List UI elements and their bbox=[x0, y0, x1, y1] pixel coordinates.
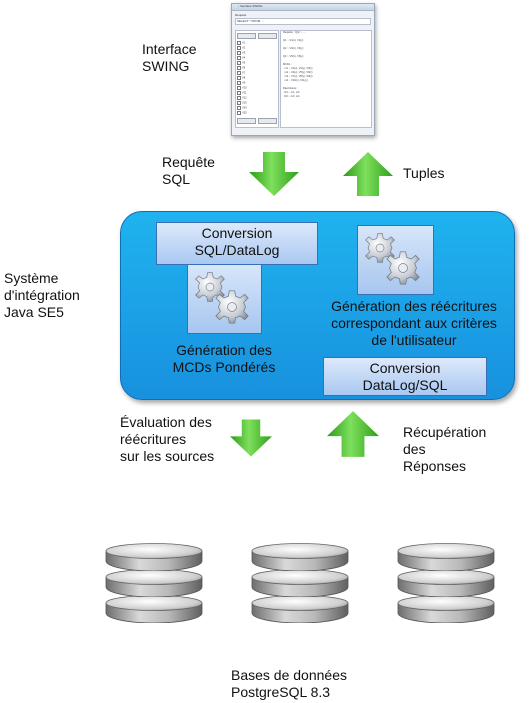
swing-interface-window: ▫ Interface SWING Requête SELECT * FROM … bbox=[231, 3, 375, 136]
window-button bbox=[258, 118, 277, 124]
window-button bbox=[237, 33, 256, 39]
window-check-item: V2 bbox=[236, 46, 278, 51]
window-titlebar: ▫ Interface SWING bbox=[232, 4, 374, 11]
window-button bbox=[258, 33, 277, 39]
window-check-item: V14 bbox=[236, 106, 278, 111]
window-check-item: V12 bbox=[236, 96, 278, 101]
up-arrow bbox=[343, 152, 393, 196]
window-check-item: V15 bbox=[236, 111, 278, 116]
gears-icon bbox=[195, 272, 249, 324]
database-icon bbox=[104, 535, 204, 627]
window-check-item: V5 bbox=[236, 61, 278, 66]
conversion-sql-datalog-label: Conversion SQL/DataLog bbox=[194, 225, 280, 258]
conversion-datalog-sql-panel: Conversion DataLog/SQL bbox=[323, 357, 487, 396]
rewrite-gears-panel bbox=[357, 225, 434, 295]
window-request-label: Requête bbox=[235, 13, 247, 17]
interface-swing-label: Interface SWING bbox=[142, 41, 197, 74]
window-check-item: V13 bbox=[236, 101, 278, 106]
mcd-gears-panel bbox=[187, 264, 262, 334]
systeme-integration-label: Système d'intégration Java SE5 bbox=[4, 270, 80, 320]
window-check-item: V8 bbox=[236, 76, 278, 81]
generation-mcds-label: Génération des MCDs Pondérés bbox=[172, 342, 276, 375]
conversion-sql-datalog-panel: Conversion SQL/DataLog bbox=[156, 222, 318, 265]
requete-sql-label: Requête SQL bbox=[162, 154, 215, 187]
window-check-item: V4 bbox=[236, 56, 278, 61]
conversion-datalog-sql-label: Conversion DataLog/SQL bbox=[362, 360, 448, 393]
down-arrow bbox=[249, 152, 299, 196]
window-check-item: V11 bbox=[236, 91, 278, 96]
down-arrow bbox=[230, 416, 272, 460]
window-button bbox=[237, 118, 256, 124]
window-request-field: SELECT * FROM ... bbox=[235, 18, 371, 25]
generation-reecritures-label: Génération des réécritures correspondant… bbox=[331, 298, 497, 348]
up-arrow bbox=[327, 409, 379, 459]
gears-icon bbox=[365, 233, 420, 285]
recuperation-label: Récupération des Réponses bbox=[403, 424, 487, 474]
bases-donnees-label: Bases de données PostgreSQL 8.3 bbox=[231, 667, 347, 700]
window-check-item: V10 bbox=[236, 86, 278, 91]
tuples-label: Tuples bbox=[403, 165, 445, 181]
database-icon bbox=[250, 535, 350, 627]
window-source-list: V1 V2 V3 V4 V5 V6 V7 V8 V9 V10 V11 V12 V… bbox=[235, 30, 279, 128]
window-result-area: Requête : Q(x) :- ... Q1 :- V1(x), V2(y)… bbox=[280, 30, 372, 128]
window-check-item: V7 bbox=[236, 71, 278, 76]
window-check-item: V9 bbox=[236, 81, 278, 86]
database-icon bbox=[396, 535, 496, 627]
window-check-item: V1 bbox=[236, 41, 278, 46]
window-check-item: V3 bbox=[236, 51, 278, 56]
window-check-item: V6 bbox=[236, 66, 278, 71]
evaluation-label: Évaluation des réécritures sur les sourc… bbox=[120, 414, 215, 464]
